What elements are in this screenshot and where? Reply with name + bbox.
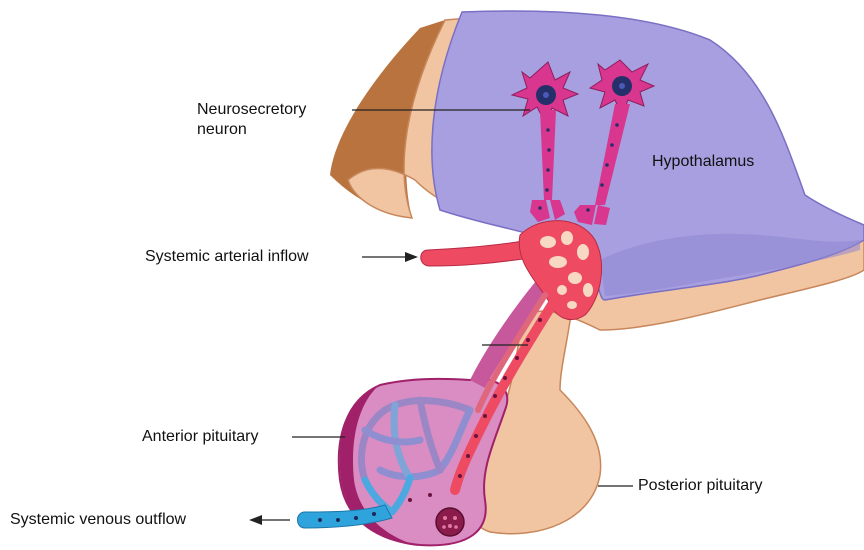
- venous-outflow-label: Systemic venous outflow: [10, 510, 186, 530]
- posterior-pituitary-label: Posterior pituitary: [638, 476, 763, 496]
- anterior-pituitary-label: Anterior pituitary: [142, 427, 259, 447]
- hypothalamus-label: Hypothalamus: [652, 152, 754, 172]
- venous-arrow-head: [249, 515, 262, 525]
- neuron-label-line2: neuron: [197, 120, 247, 140]
- neuron-label-line1: Neurosecretory: [197, 100, 306, 120]
- arterial-inflow-label: Systemic arterial inflow: [145, 247, 309, 267]
- arterial-inflow-vessel: [421, 240, 532, 266]
- vessel-cross-section: [436, 508, 464, 536]
- arterial-arrow-head: [405, 252, 418, 262]
